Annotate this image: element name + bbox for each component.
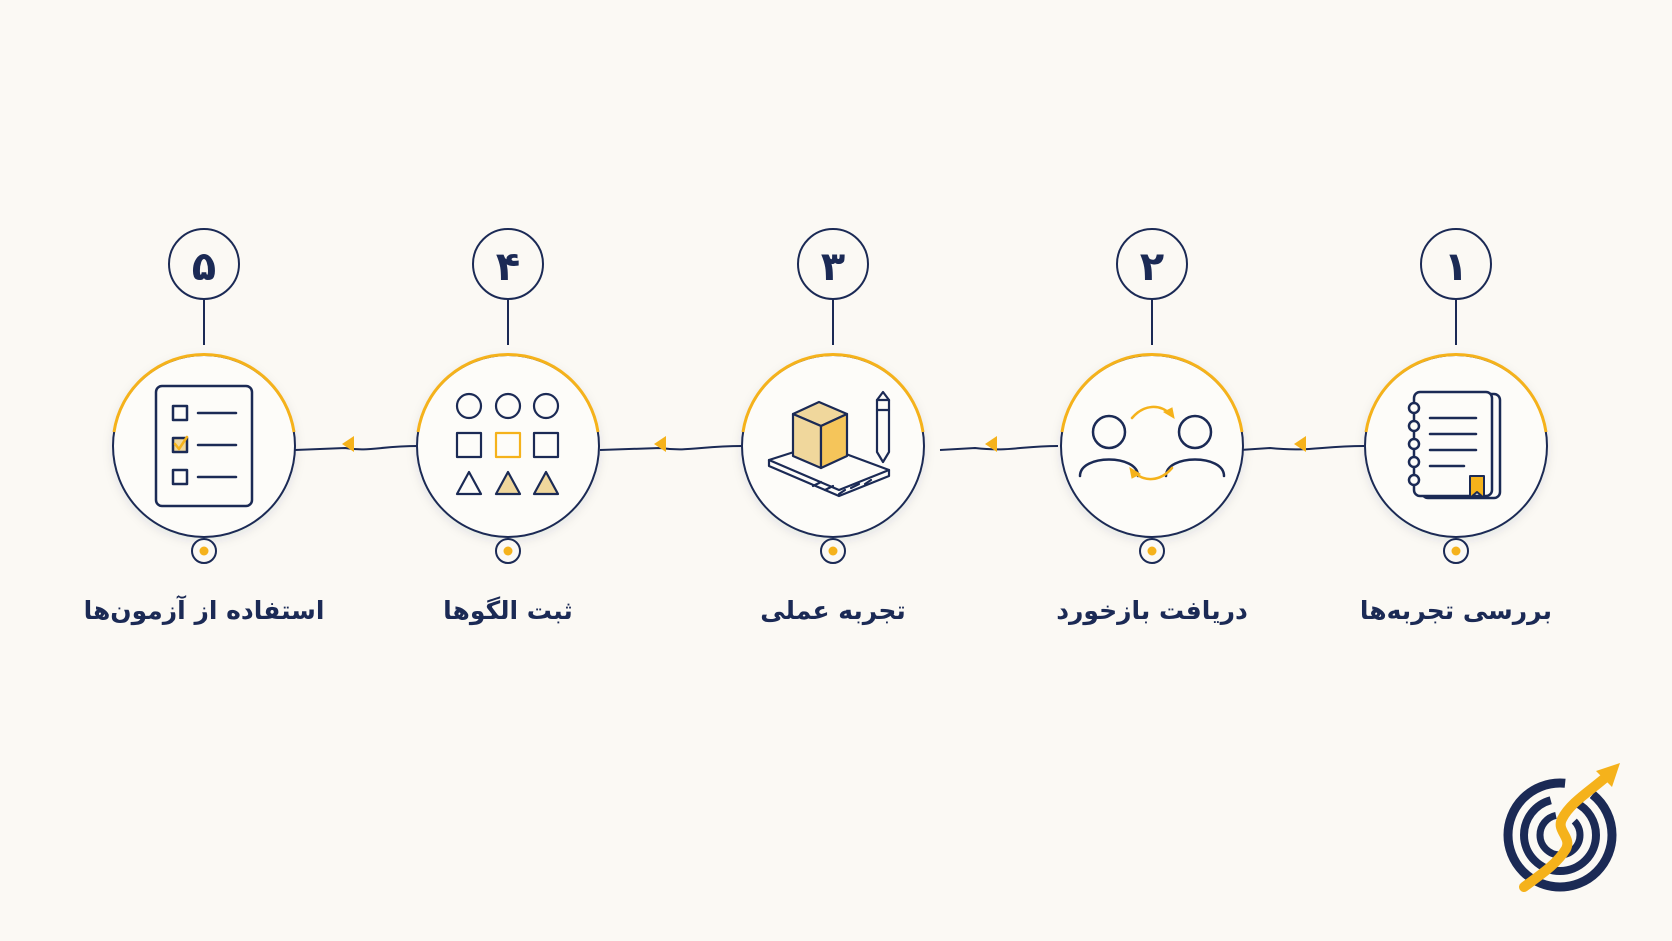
target-arrow-logo-icon xyxy=(1503,763,1620,892)
connector-3-4 xyxy=(599,445,743,451)
step-5: ۵ xyxy=(112,228,296,564)
step-label-1: بررسی تجربه‌ها xyxy=(1359,596,1553,625)
step-number-badge xyxy=(797,228,869,300)
step-label-3: تجربه عملی xyxy=(760,596,906,625)
step-number-badge xyxy=(1116,228,1188,300)
arrow-left-icon xyxy=(985,436,997,452)
step-label-4: ثبت الگوها xyxy=(443,596,573,625)
step-number: ۲ xyxy=(1140,244,1164,290)
step-4: ۴ xyxy=(416,228,600,564)
step-label-2: دریافت بازخورد xyxy=(1056,596,1248,625)
step-number: ۵ xyxy=(192,244,216,290)
step-number: ۳ xyxy=(821,244,845,290)
cube-ruler-pencil-icon xyxy=(767,390,891,498)
connector-1-2 xyxy=(1239,445,1365,451)
step-number-badge xyxy=(1420,228,1492,300)
connector-arrows xyxy=(342,436,1306,452)
notebook-icon xyxy=(1407,390,1502,500)
step-label-5: استفاده از آزمون‌ها xyxy=(83,596,325,625)
step-1: ۱ xyxy=(1364,228,1548,564)
step-number: ۱ xyxy=(1444,244,1468,290)
step-number-badge xyxy=(168,228,240,300)
step-3: ۳ xyxy=(741,228,925,564)
step-2: ۲ xyxy=(1060,228,1244,564)
feedback-exchange-icon xyxy=(1078,405,1226,481)
connectors xyxy=(294,445,1365,451)
checklist-icon xyxy=(154,384,254,508)
connector-4-5 xyxy=(294,445,419,451)
connector-2-3 xyxy=(939,445,1059,451)
shape-patterns-icon xyxy=(455,392,560,496)
step-number: ۴ xyxy=(496,244,520,290)
arrow-left-icon xyxy=(342,436,354,452)
arrow-left-icon xyxy=(654,436,666,452)
step-number-badge xyxy=(472,228,544,300)
arrow-left-icon xyxy=(1294,436,1306,452)
